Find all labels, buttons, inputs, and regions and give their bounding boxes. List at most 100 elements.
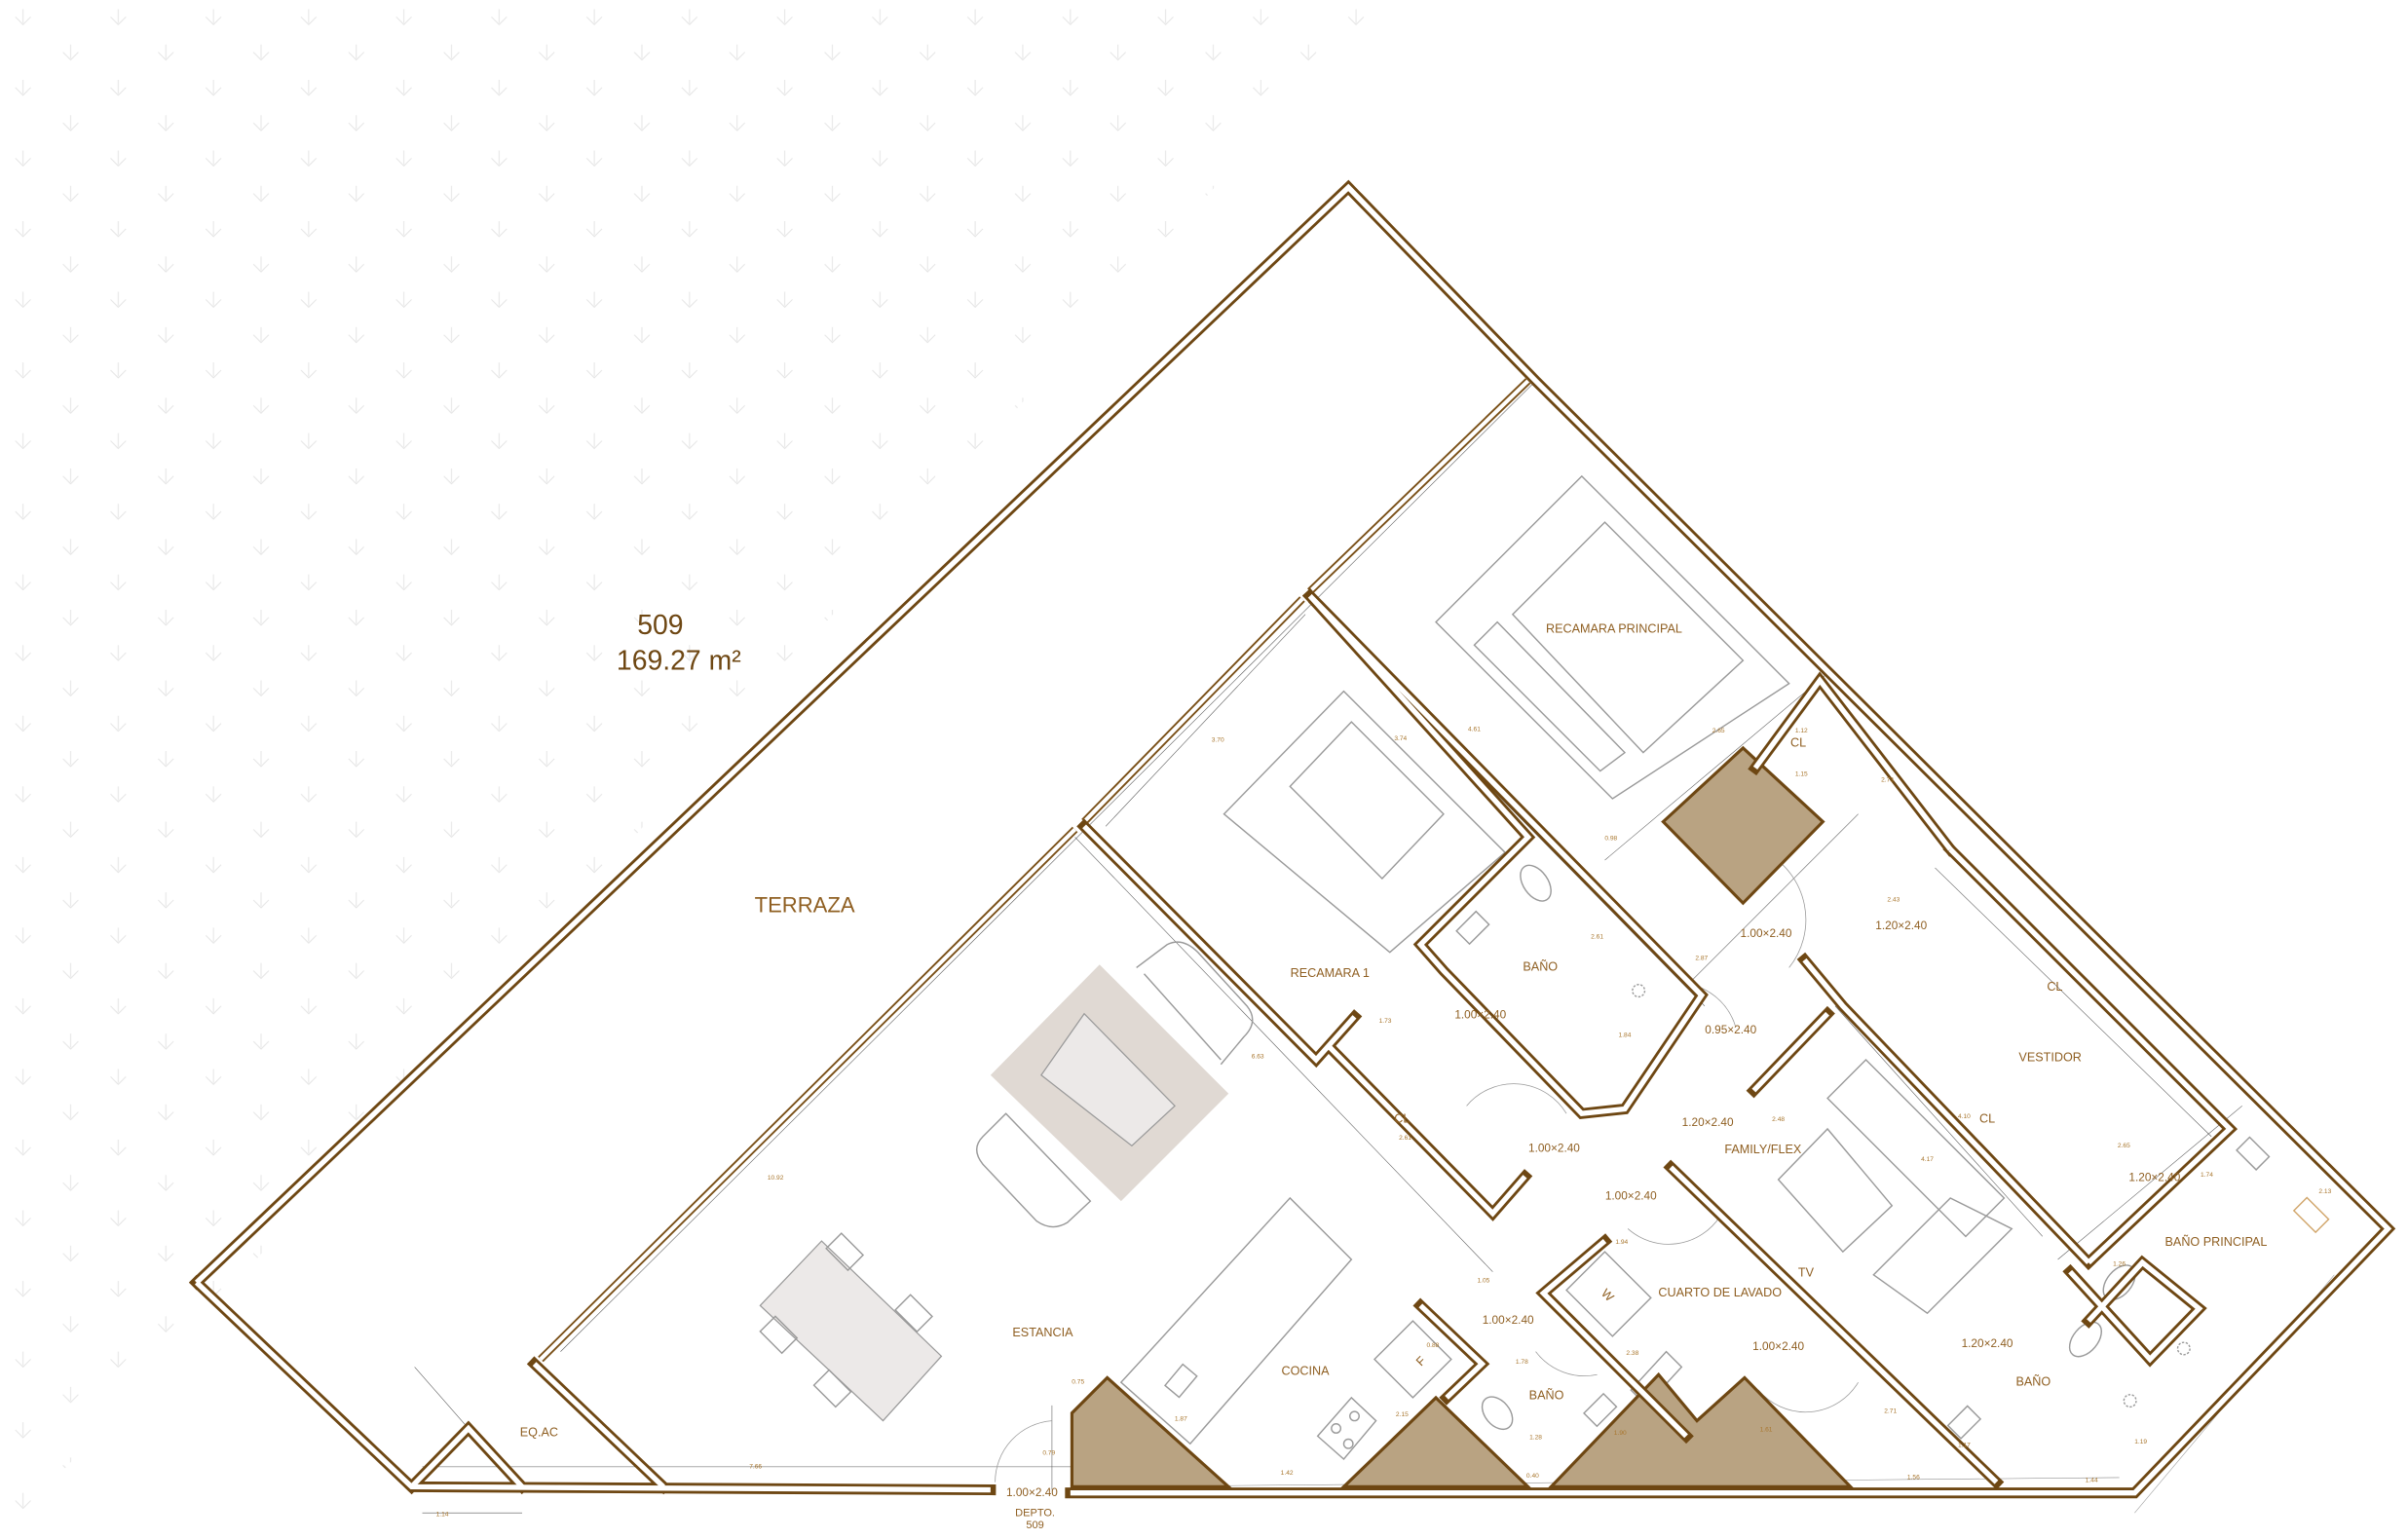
wall	[403, 1420, 530, 1495]
wall	[409, 1424, 524, 1489]
dimension-label: 4.17	[1921, 1156, 1934, 1163]
wall	[1307, 593, 1706, 1117]
room-label-bano: BAÑO	[1529, 1389, 1564, 1403]
dimension-label: 1.26	[2113, 1260, 2126, 1267]
entrance-number: 509	[1026, 1520, 1043, 1531]
room-label-tv: TV	[1798, 1265, 1815, 1279]
dimension-label: 1.05	[1477, 1278, 1489, 1285]
door-size-label: 1.00×2.40	[1605, 1189, 1657, 1203]
dimension-label: 2.65	[1712, 728, 1725, 734]
living-rug	[990, 964, 1229, 1202]
armchair	[975, 941, 1254, 1228]
dimension-label: 4.61	[1468, 727, 1481, 733]
dimension-label: 1.19	[2134, 1439, 2147, 1445]
dimension-label: 1.90	[1614, 1430, 1627, 1437]
wall	[1942, 842, 2239, 1270]
wall	[1669, 1165, 1999, 1484]
door-size-label: 0.95×2.40	[1705, 1023, 1756, 1036]
wall	[1539, 1239, 1688, 1439]
dimension-label: 7.66	[749, 1463, 762, 1470]
dimension-label: 1.44	[2086, 1478, 2098, 1484]
dimension-label: 0.40	[1526, 1473, 1539, 1480]
door-labels: 1.00×2.40 1.00×2.40 1.00×2.40 1.00×2.40 1.00…	[1006, 919, 2181, 1499]
terrace-glazing	[538, 378, 1531, 1363]
door-size-label: 1.00×2.40	[1741, 926, 1792, 940]
wall	[1948, 847, 2234, 1265]
bed-recamara-principal	[1435, 474, 1790, 800]
room-label-cl: CL	[1979, 1112, 1995, 1126]
dimension-label: 2.61	[1591, 933, 1603, 940]
wall	[1802, 957, 2091, 1265]
dimension-label: 1.61	[1760, 1427, 1773, 1434]
wall	[2068, 1258, 2203, 1364]
room-label-recamara-principal: RECAMARA PRINCIPAL	[1546, 622, 1682, 636]
dimension-label: 1.84	[1619, 1032, 1632, 1038]
dimension-label: 1.42	[1281, 1470, 1294, 1477]
fridge-label: F	[1413, 1354, 1429, 1370]
dimension-label: 1.15	[1795, 770, 1808, 777]
door-size-label: 1.00×2.40	[1483, 1313, 1534, 1327]
dimension-label: 2.73	[1881, 777, 1894, 784]
room-labels: TERRAZA RECAMARA PRINCIPAL RECAMARA 1 BA…	[520, 622, 2268, 1531]
room-label-estancia: ESTANCIA	[1012, 1326, 1073, 1339]
door-size-label: 1.00×2.40	[1454, 1007, 1506, 1021]
wall	[194, 183, 2392, 1496]
dimension-label: 0.98	[1604, 836, 1617, 843]
bed-recamara-1	[1223, 690, 1507, 954]
dimension-label: 1.14	[436, 1511, 449, 1518]
dining-table	[759, 1232, 943, 1422]
dimension-label: 1.73	[1379, 1018, 1392, 1025]
room-label-recamara-1: RECAMARA 1	[1291, 966, 1370, 980]
wall	[1752, 676, 1953, 851]
door-size-label: 1.20×2.40	[1682, 1115, 1734, 1129]
washer-label: W	[1599, 1287, 1616, 1304]
room-label-family-flex: FAMILY/FLEX	[1724, 1143, 1802, 1156]
dimension-label: 2.87	[1695, 956, 1708, 962]
dimension-label: 0.75	[1072, 1379, 1084, 1386]
room-label-bano: BAÑO	[1523, 960, 1558, 974]
room-label-cuarto-de-lavado: CUARTO DE LAVADO	[1658, 1286, 1782, 1299]
dimension-label: 2.61	[1399, 1135, 1411, 1142]
dimension-label: 3.74	[1394, 735, 1407, 742]
dimension-label: 2.43	[1887, 897, 1900, 904]
room-label-bano-principal: BAÑO PRINCIPAL	[2165, 1235, 2268, 1249]
room-label-cl: CL	[1394, 1112, 1410, 1126]
wall	[1082, 824, 1357, 1064]
entrance-label: DEPTO.	[1015, 1507, 1055, 1519]
dimension-label: 1.17	[1958, 1442, 1971, 1448]
kitchen-island	[1119, 1196, 1353, 1445]
wall	[1328, 1045, 1527, 1218]
dimension-label: 2.65	[2118, 1143, 2130, 1149]
sofa-family	[1777, 1059, 2013, 1315]
dimension-label: 6.63	[1252, 1053, 1264, 1060]
unit-area: 169.27 m²	[617, 646, 741, 677]
door-size-label: 1.20×2.40	[1962, 1336, 2013, 1350]
dimension-label: 1.94	[1615, 1239, 1628, 1246]
stove	[1316, 1396, 1377, 1461]
room-label-vestidor: VESTIDOR	[2018, 1051, 2081, 1065]
door-size-label: 1.20×2.40	[2128, 1171, 2180, 1184]
dimension-label: 10.92	[768, 1175, 784, 1182]
dimension-label: 2.13	[2318, 1188, 2331, 1195]
dimension-label: 2.15	[1396, 1411, 1409, 1418]
dimension-label: 3.70	[1212, 737, 1224, 744]
room-label-cl: CL	[2047, 980, 2062, 994]
wall	[1322, 1039, 1533, 1221]
door-size-label: 1.20×2.40	[1875, 919, 1927, 932]
dimension-label: 4.10	[1958, 1113, 1971, 1120]
room-label-cocina: COCINA	[1282, 1364, 1331, 1377]
dimension-label: 1.56	[1907, 1475, 1920, 1482]
dimension-label: 2.48	[1772, 1116, 1785, 1123]
room-label-eq-ac: EQ.AC	[520, 1425, 558, 1439]
dimension-label: 1.74	[2201, 1172, 2213, 1179]
dimension-label: 1.12	[1795, 728, 1808, 734]
wall	[1751, 1011, 1830, 1093]
dimension-label: 2.71	[1884, 1408, 1897, 1415]
door-size-label: 1.00×2.40	[1528, 1142, 1580, 1155]
dimension-label: 2.38	[1626, 1350, 1638, 1357]
dimension-label: 1.87	[1175, 1416, 1187, 1423]
dimension-label: 0.79	[1042, 1449, 1055, 1456]
dimension-label: 1.28	[1529, 1435, 1542, 1442]
room-label-bano: BAÑO	[2015, 1374, 2051, 1388]
